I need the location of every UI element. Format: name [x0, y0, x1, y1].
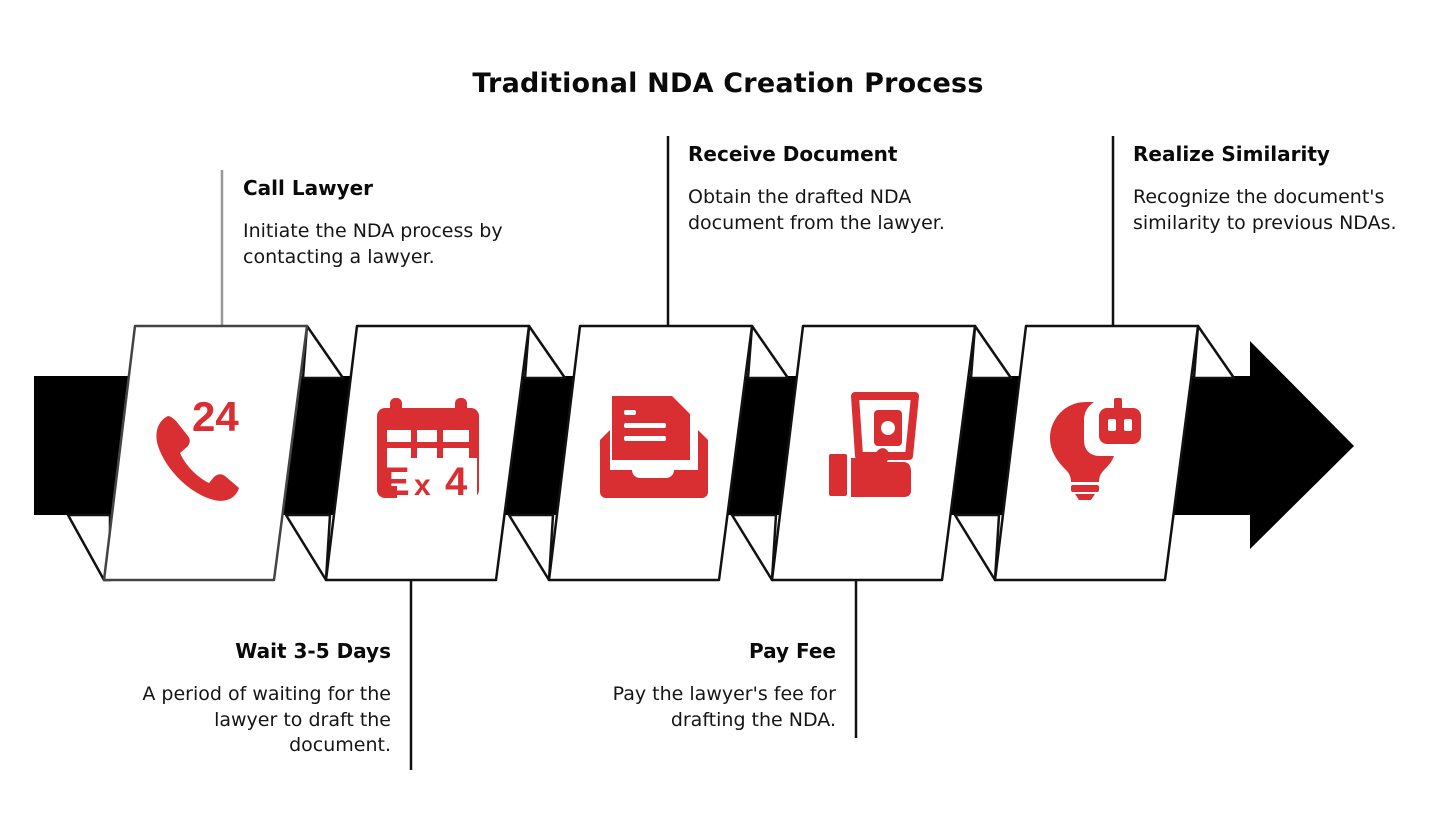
step-call-lawyer: Call Lawyer Initiate the NDA process by … — [243, 176, 543, 270]
svg-text:4: 4 — [445, 460, 468, 504]
fold-right-5 — [1192, 324, 1236, 380]
step-label: Pay Fee — [749, 639, 836, 663]
step-description: Recognize the document's similarity to p… — [1133, 186, 1397, 234]
step-description: Initiate the NDA process by contacting a… — [243, 220, 503, 268]
diagram-title: Traditional NDA Creation Process — [472, 68, 984, 99]
fold-left-3 — [507, 513, 555, 582]
document-tray-icon — [600, 396, 708, 498]
panel-step-1 — [102, 324, 309, 582]
bulb-robot-icon — [1050, 398, 1141, 500]
fold-right-1 — [301, 324, 345, 380]
hand-money-icon — [829, 392, 919, 497]
fold-right-4 — [969, 324, 1013, 380]
svg-text:x: x — [414, 469, 431, 502]
step-pay-fee: Pay Fee Pay the lawyer's fee for draftin… — [566, 639, 836, 733]
fold-left-5 — [953, 513, 1001, 582]
svg-text:E: E — [383, 460, 410, 504]
calendar-x4-icon: E x 4 — [377, 398, 479, 504]
fold-right-2 — [523, 324, 567, 380]
step-realize-similarity: Realize Similarity Recognize the documen… — [1133, 142, 1423, 236]
step-receive-document: Receive Document Obtain the drafted NDA … — [688, 142, 953, 236]
step-description: A period of waiting for the lawyer to dr… — [142, 683, 391, 757]
step-description: Pay the lawyer's fee for drafting the ND… — [612, 683, 836, 731]
step-label: Receive Document — [688, 142, 898, 166]
panel-step-5 — [993, 324, 1200, 582]
fold-left-1 — [66, 513, 112, 582]
step-description: Obtain the drafted NDA document from the… — [688, 186, 945, 234]
fold-left-4 — [730, 513, 778, 582]
fold-left-2 — [284, 513, 332, 582]
svg-text:24: 24 — [192, 393, 239, 440]
step-wait-3-5-days: Wait 3-5 Days A period of waiting for th… — [140, 639, 391, 759]
step-label: Call Lawyer — [243, 176, 374, 200]
fold-right-3 — [746, 324, 790, 380]
step-label: Realize Similarity — [1133, 142, 1330, 166]
phone-24-icon: 24 — [156, 393, 239, 501]
step-label: Wait 3-5 Days — [235, 639, 391, 663]
